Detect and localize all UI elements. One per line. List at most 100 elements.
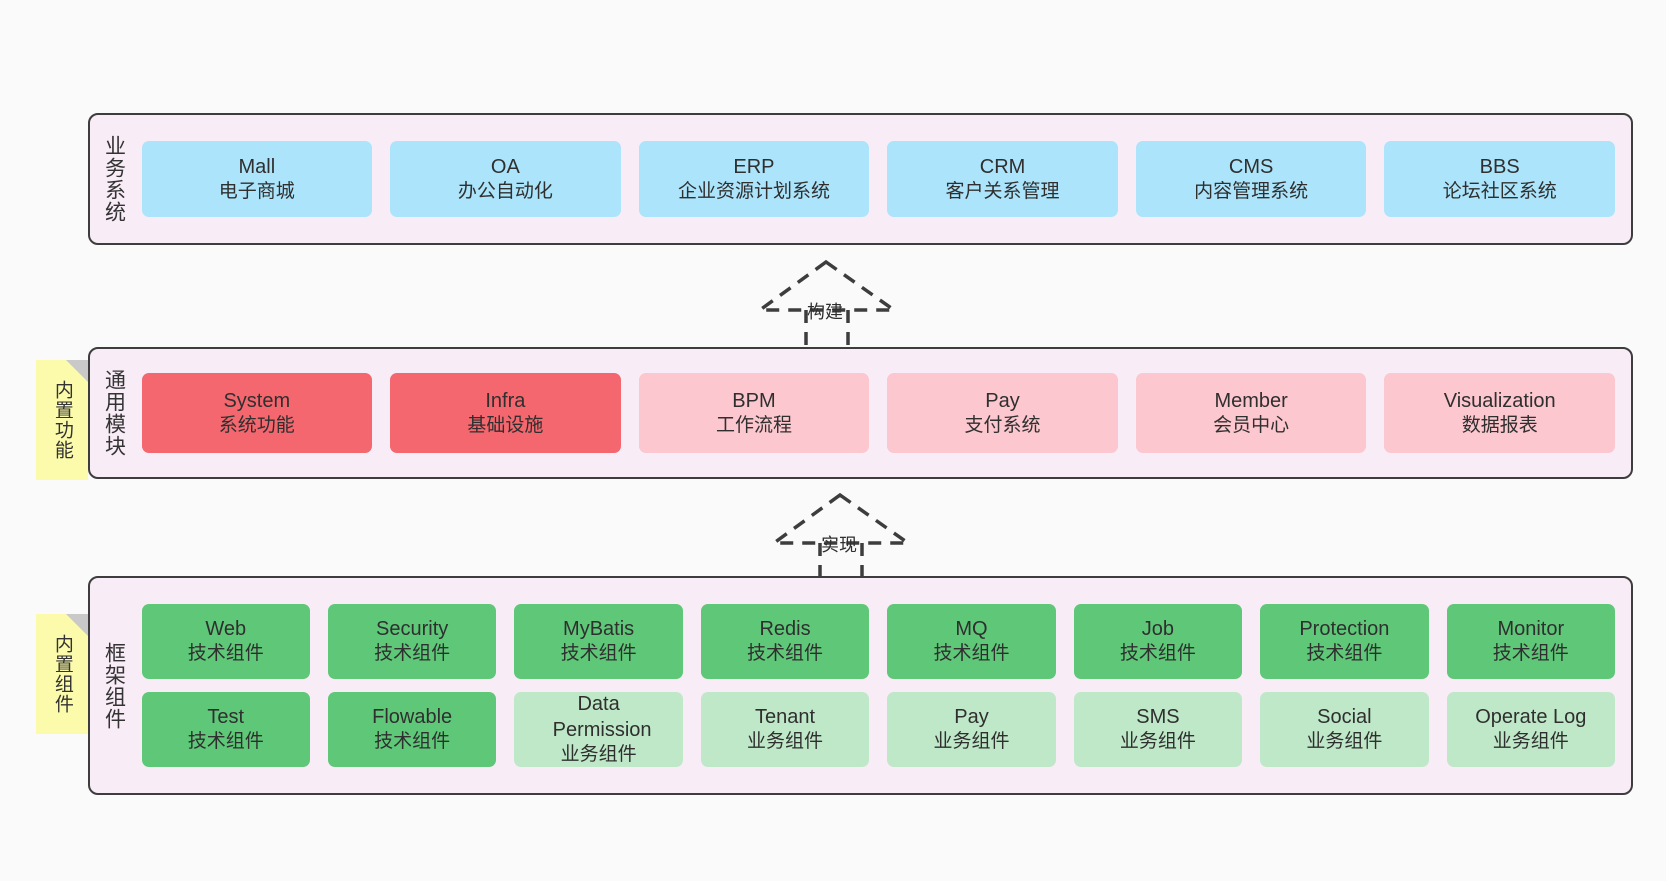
node-security-cn: 技术组件 xyxy=(374,643,451,665)
node-protection[interactable]: Protection 技术组件 xyxy=(1260,604,1429,679)
node-data-permission[interactable]: Data Permission 业务组件 xyxy=(514,692,683,767)
layer-business-systems: 业务系统 Mall 电子商城 OA 办公自动化 ERP 企业资源计划系统 CRM… xyxy=(88,113,1633,245)
node-tenant-cn: 业务组件 xyxy=(747,731,824,753)
node-pay-module[interactable]: Pay 支付系统 xyxy=(887,373,1118,453)
layer-common-modules: 通用模块 System 系统功能 Infra 基础设施 BPM 工作流程 Pay… xyxy=(88,347,1633,479)
layer-business-systems-nodes: Mall 电子商城 OA 办公自动化 ERP 企业资源计划系统 CRM 客户关系… xyxy=(132,141,1631,217)
node-social-cn: 业务组件 xyxy=(1306,731,1383,753)
node-test[interactable]: Test 技术组件 xyxy=(141,692,310,767)
node-mq[interactable]: MQ 技术组件 xyxy=(887,604,1056,679)
node-row: Mall 电子商城 OA 办公自动化 ERP 企业资源计划系统 CRM 客户关系… xyxy=(141,141,1615,217)
connector-build-label: 构建 xyxy=(807,302,843,322)
node-row: Test 技术组件 Flowable 技术组件 Data Permission … xyxy=(141,692,1616,767)
node-mybatis-cn: 技术组件 xyxy=(560,643,637,665)
node-mall-en: Mall xyxy=(238,155,276,178)
node-bpm[interactable]: BPM 工作流程 xyxy=(638,373,870,453)
node-cms-cn: 内容管理系统 xyxy=(1194,180,1309,202)
node-member-en: Member xyxy=(1214,389,1288,412)
node-row: System 系统功能 Infra 基础设施 BPM 工作流程 Pay 支付系统… xyxy=(141,373,1615,453)
node-operate-log[interactable]: Operate Log 业务组件 xyxy=(1446,692,1616,767)
node-tenant-en: Tenant xyxy=(755,706,816,729)
node-crm[interactable]: CRM 客户关系管理 xyxy=(887,141,1118,217)
node-mall-cn: 电子商城 xyxy=(218,180,295,202)
node-pay-component[interactable]: Pay 业务组件 xyxy=(887,692,1056,767)
node-system-cn: 系统功能 xyxy=(218,414,295,436)
node-monitor-cn: 技术组件 xyxy=(1492,643,1569,665)
node-security-en: Security xyxy=(376,618,449,641)
node-operate-log-cn: 业务组件 xyxy=(1492,731,1569,753)
node-mq-cn: 技术组件 xyxy=(933,643,1010,665)
node-mybatis[interactable]: MyBatis 技术组件 xyxy=(514,604,683,679)
node-operate-log-en: Operate Log xyxy=(1475,706,1587,729)
node-test-cn: 技术组件 xyxy=(187,731,264,753)
node-erp[interactable]: ERP 企业资源计划系统 xyxy=(638,141,870,217)
node-visualization-en: Visualization xyxy=(1443,389,1556,412)
node-flowable[interactable]: Flowable 技术组件 xyxy=(327,692,497,767)
node-bbs[interactable]: BBS 论坛社区系统 xyxy=(1384,141,1615,217)
node-mq-en: MQ xyxy=(955,618,988,641)
node-sms-cn: 业务组件 xyxy=(1119,731,1196,753)
node-job-en: Job xyxy=(1141,618,1175,641)
node-security[interactable]: Security 技术组件 xyxy=(327,604,497,679)
node-pay-module-en: Pay xyxy=(985,389,1020,412)
node-data-permission-en: Data Permission xyxy=(552,693,652,742)
node-infra[interactable]: Infra 基础设施 xyxy=(390,373,621,453)
node-job[interactable]: Job 技术组件 xyxy=(1073,604,1243,679)
node-crm-cn: 客户关系管理 xyxy=(945,180,1060,202)
note-fold-icon xyxy=(66,360,88,382)
node-visualization-cn: 数据报表 xyxy=(1461,414,1538,436)
node-job-cn: 技术组件 xyxy=(1119,643,1196,665)
node-bpm-cn: 工作流程 xyxy=(715,414,792,436)
node-redis-en: Redis xyxy=(759,618,811,641)
node-redis[interactable]: Redis 技术组件 xyxy=(700,604,870,679)
note-fold-icon xyxy=(66,614,88,636)
note-builtin-features: 内置功能 xyxy=(36,360,88,480)
layer-common-modules-title: 通用模块 xyxy=(102,369,126,457)
node-system[interactable]: System 系统功能 xyxy=(141,373,373,453)
layer-common-modules-nodes: System 系统功能 Infra 基础设施 BPM 工作流程 Pay 支付系统… xyxy=(132,373,1631,453)
node-oa[interactable]: OA 办公自动化 xyxy=(390,141,621,217)
node-member[interactable]: Member 会员中心 xyxy=(1135,373,1367,453)
node-bbs-en: BBS xyxy=(1479,155,1520,178)
node-row: Web 技术组件 Security 技术组件 MyBatis 技术组件 Redi… xyxy=(141,604,1616,679)
node-erp-cn: 企业资源计划系统 xyxy=(677,180,830,202)
connector-implement-label: 实现 xyxy=(821,535,857,555)
node-bbs-cn: 论坛社区系统 xyxy=(1442,180,1557,202)
node-pay-component-cn: 业务组件 xyxy=(933,731,1010,753)
note-builtin-components-text: 内置组件 xyxy=(51,634,73,714)
note-builtin-components: 内置组件 xyxy=(36,614,88,734)
node-visualization[interactable]: Visualization 数据报表 xyxy=(1384,373,1615,453)
node-flowable-en: Flowable xyxy=(372,706,453,729)
node-flowable-cn: 技术组件 xyxy=(374,731,451,753)
node-cms[interactable]: CMS 内容管理系统 xyxy=(1135,141,1367,217)
node-protection-en: Protection xyxy=(1299,618,1390,641)
node-bpm-en: BPM xyxy=(732,389,776,412)
connector-implement-arrowhead xyxy=(768,492,914,545)
node-oa-cn: 办公自动化 xyxy=(457,180,553,202)
node-web-cn: 技术组件 xyxy=(187,643,264,665)
layer-framework-components: 框架组件 Web 技术组件 Security 技术组件 MyBatis 技术组件… xyxy=(88,576,1633,795)
node-web[interactable]: Web 技术组件 xyxy=(141,604,310,679)
node-mall[interactable]: Mall 电子商城 xyxy=(141,141,373,217)
node-data-permission-cn: 业务组件 xyxy=(560,744,637,766)
node-crm-en: CRM xyxy=(979,155,1026,178)
node-sms[interactable]: SMS 业务组件 xyxy=(1073,692,1243,767)
node-mybatis-en: MyBatis xyxy=(563,618,635,641)
node-social-en: Social xyxy=(1317,706,1372,729)
node-test-en: Test xyxy=(207,706,245,729)
note-builtin-features-text: 内置功能 xyxy=(51,380,73,460)
connector-build: 构建 xyxy=(754,258,900,350)
node-monitor[interactable]: Monitor 技术组件 xyxy=(1446,604,1616,679)
node-protection-cn: 技术组件 xyxy=(1306,643,1383,665)
node-tenant[interactable]: Tenant 业务组件 xyxy=(700,692,870,767)
node-infra-cn: 基础设施 xyxy=(467,414,544,436)
node-web-en: Web xyxy=(205,618,247,641)
node-infra-en: Infra xyxy=(485,389,526,412)
node-pay-component-en: Pay xyxy=(954,706,989,729)
node-system-en: System xyxy=(223,389,291,412)
node-social[interactable]: Social 业务组件 xyxy=(1260,692,1429,767)
layer-business-systems-title: 业务系统 xyxy=(102,135,126,223)
node-erp-en: ERP xyxy=(733,155,775,178)
connector-build-arrowhead xyxy=(754,259,900,312)
